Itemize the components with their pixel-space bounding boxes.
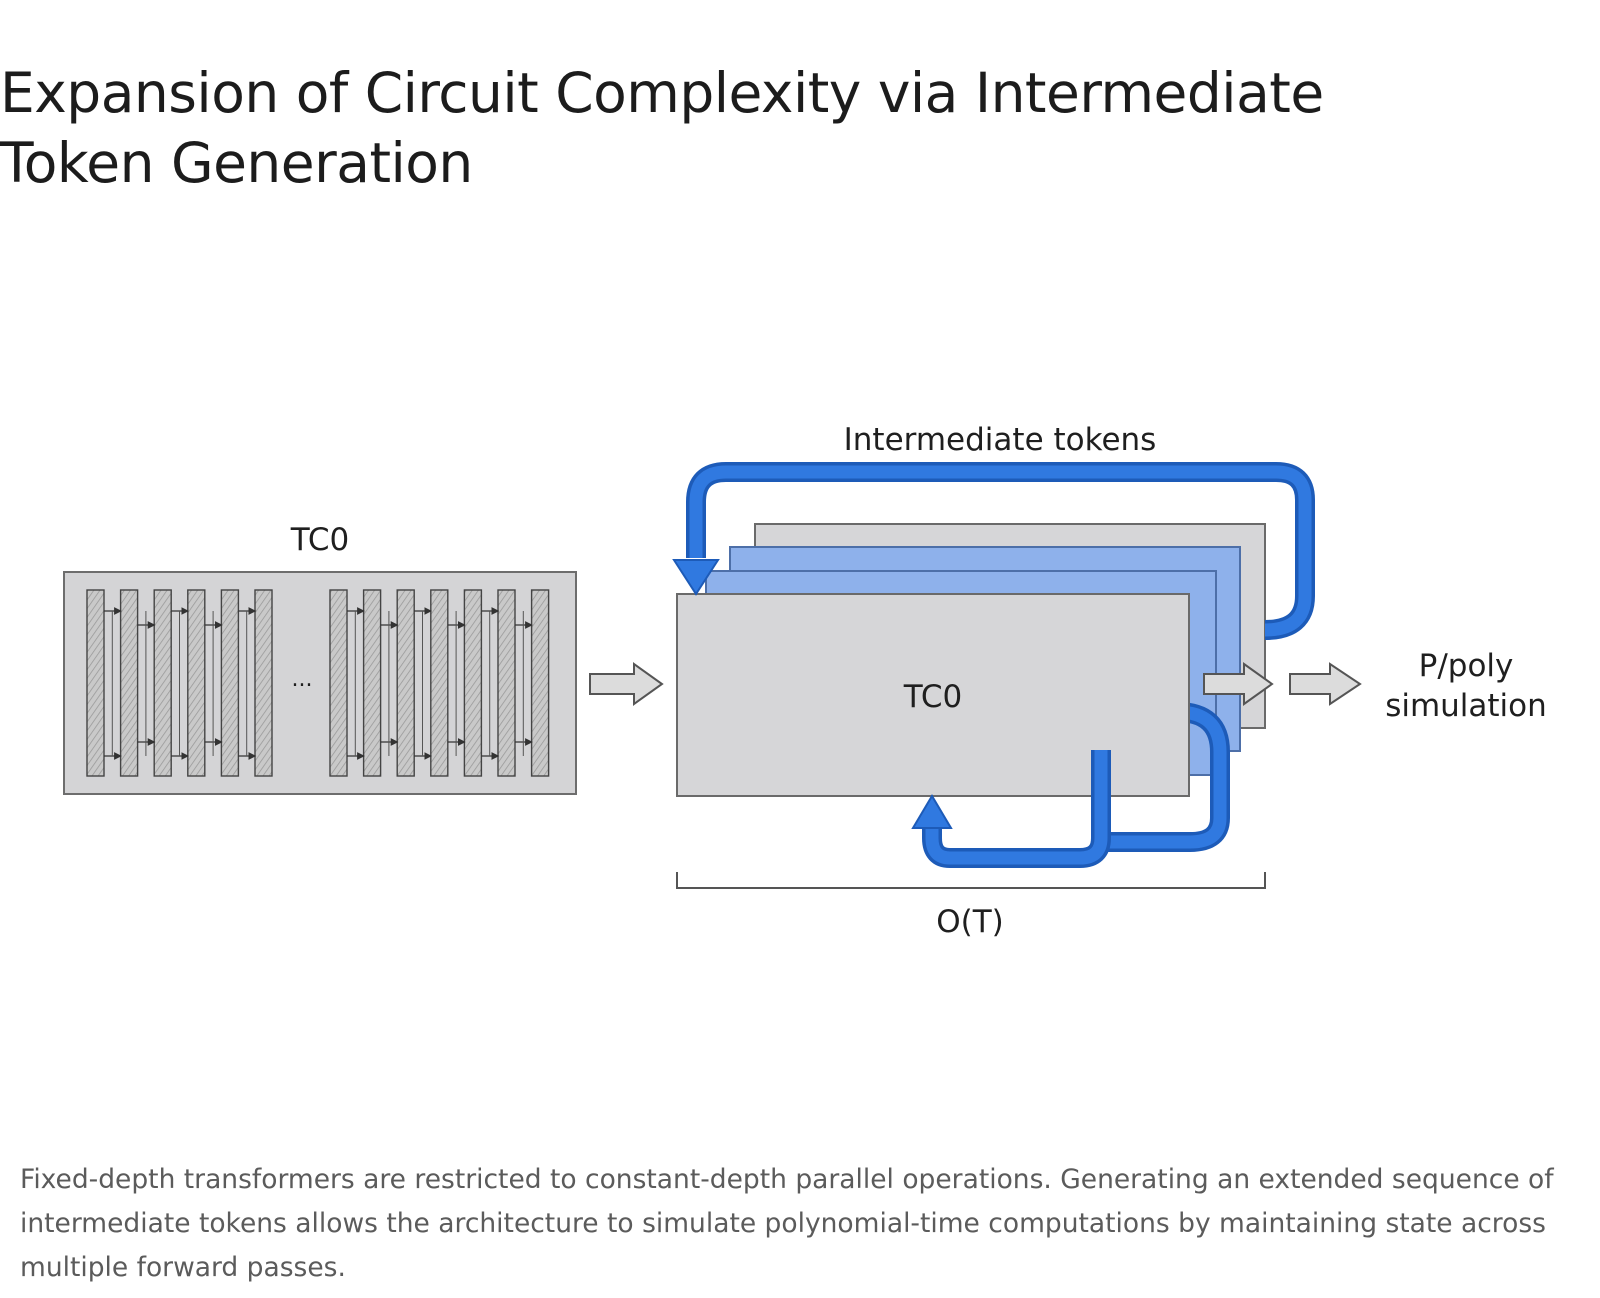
stacked-circuit-label: TC0 bbox=[903, 679, 963, 715]
circuit-layer-column bbox=[220, 589, 240, 777]
left-circuit-label: TC0 bbox=[290, 522, 350, 558]
arrow-up-icon bbox=[911, 794, 953, 829]
left-circuit-box bbox=[63, 571, 577, 795]
ellipsis-text: ... bbox=[292, 667, 313, 692]
output-label-line2: simulation bbox=[1385, 688, 1547, 724]
caption-text: Fixed-depth transformers are restricted … bbox=[20, 1164, 1554, 1283]
circuit-wires bbox=[104, 607, 533, 760]
circuit-layer-column bbox=[362, 589, 382, 777]
circuit-columns bbox=[86, 589, 550, 777]
page-title: Expansion of Circuit Complexity via Inte… bbox=[0, 61, 1324, 195]
span-label: O(T) bbox=[936, 904, 1004, 940]
circuit-layer-column bbox=[153, 589, 172, 777]
circuit-layer-column bbox=[329, 589, 348, 777]
circuit-layer-column bbox=[187, 589, 206, 777]
circuit-layer-column bbox=[463, 589, 483, 777]
span-bracket bbox=[676, 872, 1266, 889]
circuit-layer-column bbox=[396, 589, 415, 777]
circuit-layer-column bbox=[119, 589, 139, 777]
arrow-right-icon bbox=[589, 662, 664, 706]
circuit-diagram: TC0 ... TC0 Intermediate tokens P/poly s… bbox=[63, 422, 1547, 940]
circuit-layer-column bbox=[86, 589, 105, 777]
output-arrow-icon bbox=[1289, 662, 1362, 706]
output-label-line1: P/poly bbox=[1419, 648, 1514, 684]
arrow-down-icon bbox=[672, 559, 720, 596]
stack-output-arrow-icon bbox=[1203, 662, 1274, 706]
circuit-layer-column bbox=[497, 589, 516, 777]
circuit-layer-column bbox=[530, 589, 550, 777]
feedback-label: Intermediate tokens bbox=[844, 422, 1157, 458]
circuit-layer-column bbox=[254, 589, 273, 777]
circuit-layer-column bbox=[430, 589, 449, 777]
